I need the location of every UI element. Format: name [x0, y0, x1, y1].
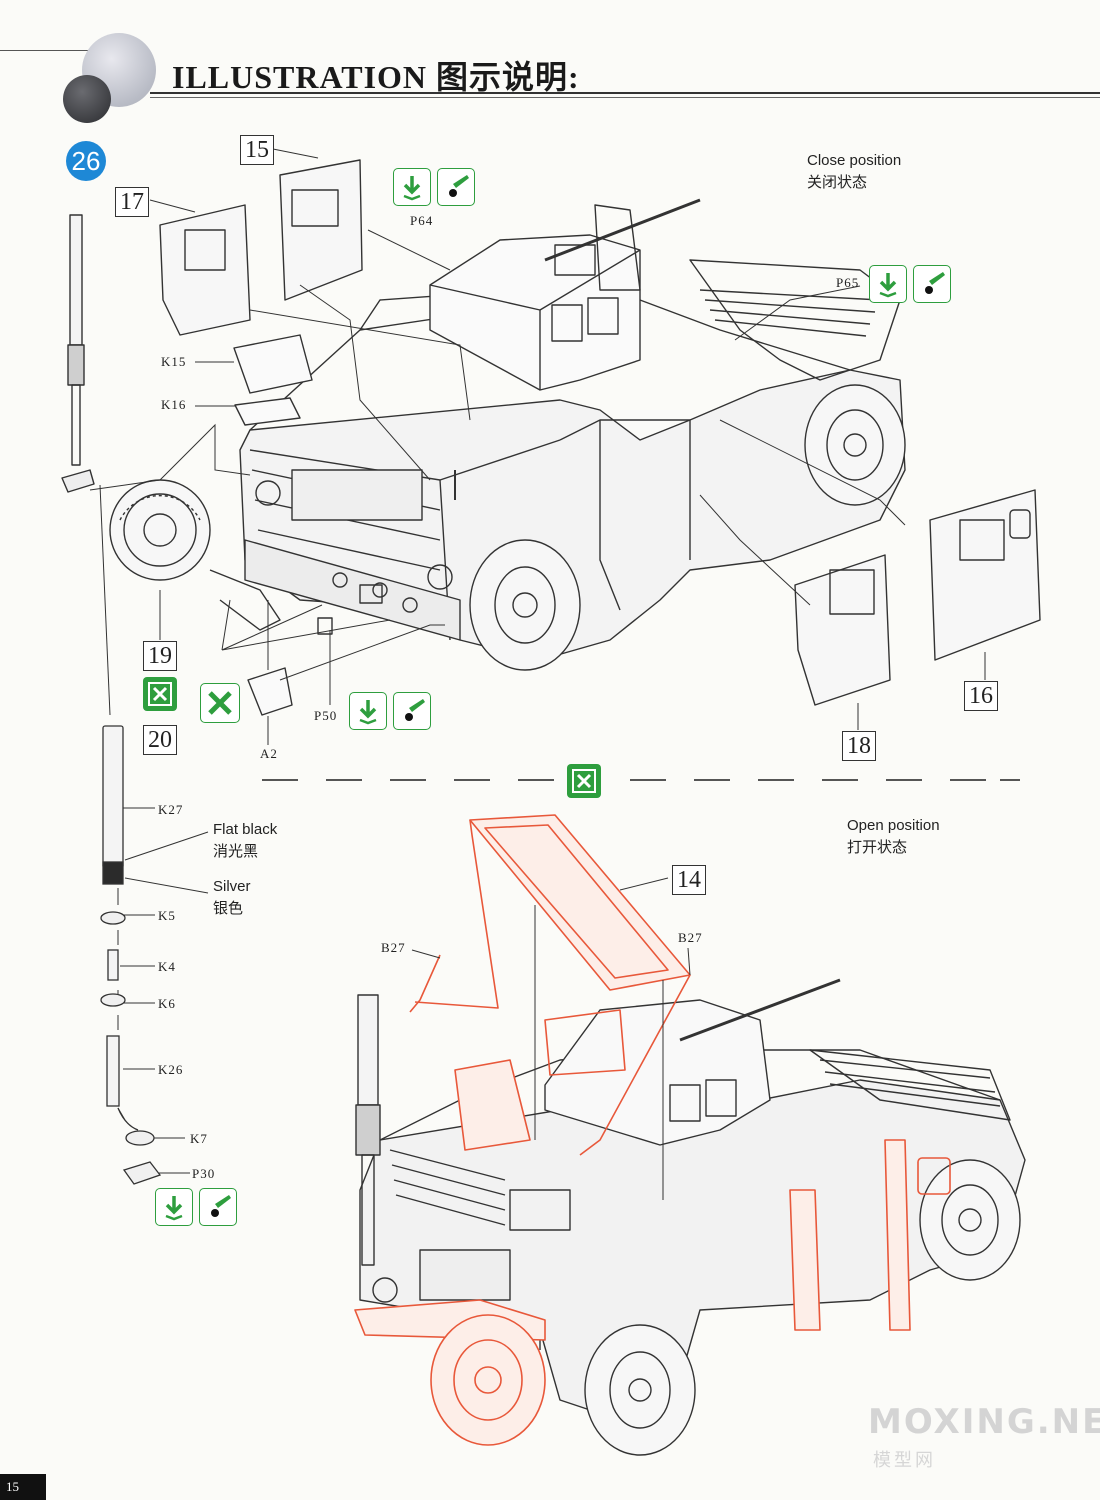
glue-down-icon	[155, 1188, 193, 1226]
separator-dash	[822, 779, 858, 781]
label-P30: P30	[192, 1166, 216, 1181]
door-18-drawing	[794, 554, 891, 706]
note-flat-black-en: Flat black	[213, 821, 278, 838]
separator-dash	[694, 779, 730, 781]
vehicle-open-drawing	[355, 978, 1026, 1456]
note-flat-black-cn: 消光黑	[213, 843, 259, 860]
door-15-drawing	[279, 159, 363, 301]
label-K6: K6	[158, 996, 176, 1011]
door-16-drawing	[929, 489, 1041, 661]
label-P65: P65	[836, 275, 860, 290]
note-open-position-en: Open position	[847, 817, 940, 834]
note-close-position-en: Close position	[807, 152, 902, 169]
paint-drop-icon	[393, 692, 431, 730]
separator-dash	[1000, 779, 1020, 781]
part-number-14: 14	[672, 865, 706, 895]
separator-dash	[518, 779, 554, 781]
header-left-line	[0, 50, 90, 51]
label-K16: K16	[161, 397, 187, 412]
part-number-19: 19	[143, 641, 177, 671]
page-number: 15	[0, 1474, 46, 1500]
paint-drop-icon	[437, 168, 475, 206]
part-number-15: 15	[240, 135, 274, 165]
separator-dash	[326, 779, 362, 781]
separator-dash	[262, 779, 298, 781]
glue-down-icon	[869, 265, 907, 303]
label-P64: P64	[410, 213, 434, 228]
antenna-parts-drawing	[100, 725, 162, 1185]
label-K5: K5	[158, 908, 176, 923]
alternative-step-icon	[567, 764, 601, 798]
glue-down-icon	[393, 168, 431, 206]
label-K7: K7	[190, 1131, 208, 1146]
label-K15: K15	[161, 354, 187, 369]
label-K27: K27	[158, 802, 184, 817]
glue-down-icon	[349, 692, 387, 730]
label-A2: A2	[260, 746, 278, 761]
header-rule	[150, 92, 1100, 94]
label-K4: K4	[158, 959, 176, 974]
part-number-18: 18	[842, 731, 876, 761]
label-B27-right: B27	[678, 930, 703, 945]
page-title: ILLUSTRATION 图示说明:	[172, 59, 580, 95]
part-number-17: 17	[115, 187, 149, 217]
separator-dash	[390, 779, 426, 781]
watermark-text-cn: 模型网	[873, 1450, 936, 1470]
paint-drop-icon	[199, 1188, 237, 1226]
note-close-position-cn: 关闭状态	[807, 174, 868, 191]
label-K26: K26	[158, 1062, 184, 1077]
step-number-badge: 26	[66, 141, 106, 181]
header-decor-circle-dark	[63, 75, 111, 123]
separator-dash	[630, 779, 666, 781]
label-P50: P50	[314, 708, 338, 723]
label-B27-left: B27	[381, 940, 406, 955]
header-rule-thin	[150, 97, 1100, 98]
separator-dash	[886, 779, 922, 781]
note-open-position-cn: 打开状态	[847, 839, 908, 856]
separator-dash	[950, 779, 986, 781]
separator-dash	[454, 779, 490, 781]
watermark-text: MOXING.NET	[868, 1402, 1100, 1442]
paint-drop-icon	[913, 265, 951, 303]
alternative-step-icon	[143, 677, 177, 711]
separator-dash	[758, 779, 794, 781]
note-silver-cn: 银色	[213, 900, 244, 917]
note-silver-en: Silver	[213, 878, 251, 895]
highlighted-parts-drawing	[354, 814, 951, 1446]
part-number-16: 16	[964, 681, 998, 711]
cut-part-icon	[200, 683, 240, 723]
part-number-20: 20	[143, 725, 177, 755]
